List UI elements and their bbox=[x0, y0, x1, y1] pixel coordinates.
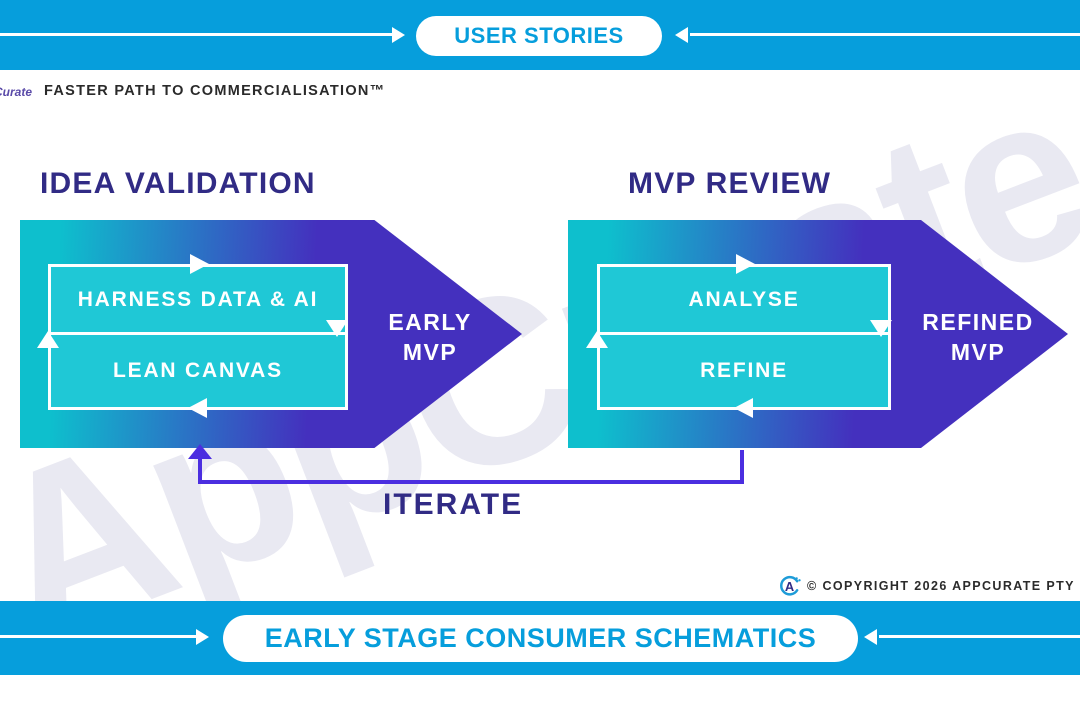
early-mvp-line2: MVP bbox=[402, 338, 458, 365]
bottom-banner-pill: EARLY STAGE CONSUMER SCHEMATICS bbox=[223, 615, 858, 662]
cycle-arrow-bottom-icon bbox=[188, 398, 207, 418]
iterate-connector-right bbox=[740, 450, 744, 484]
cycle-arrow-bottom-icon bbox=[734, 398, 753, 418]
idea-validation-heading: IDEA VALIDATION bbox=[40, 167, 316, 200]
early-mvp-label: EARLY MVP bbox=[370, 308, 490, 368]
arrow-line-right bbox=[879, 635, 1080, 638]
step-refine: REFINE bbox=[597, 332, 891, 410]
appcurate-mark-icon: A bbox=[780, 575, 801, 596]
early-mvp-line1: EARLY bbox=[388, 309, 472, 335]
cycle-arrow-left-icon bbox=[37, 331, 59, 348]
arrowhead-left-icon bbox=[675, 27, 688, 43]
mvp-review-heading: MVP REVIEW bbox=[628, 167, 832, 200]
iterate-arrowhead-up-icon bbox=[188, 444, 212, 459]
brand-tagline: FASTER PATH TO COMMERCIALISATION™ bbox=[44, 83, 386, 99]
iterate-connector-left bbox=[198, 457, 202, 483]
top-banner: USER STORIES bbox=[0, 0, 1080, 70]
arrowhead-left-icon bbox=[864, 629, 877, 645]
step-analyse: ANALYSE bbox=[597, 264, 891, 335]
svg-text:A: A bbox=[785, 579, 794, 594]
top-banner-pill: USER STORIES bbox=[416, 16, 662, 56]
bottom-banner-label: EARLY STAGE CONSUMER SCHEMATICS bbox=[264, 623, 817, 653]
arrow-line-left bbox=[0, 33, 392, 36]
cycle-arrow-top-icon bbox=[736, 254, 755, 274]
iterate-label: ITERATE bbox=[383, 488, 524, 521]
copyright-text: © COPYRIGHT 2026 APPCURATE PTY bbox=[807, 578, 1075, 593]
refined-mvp-line2: MVP bbox=[950, 338, 1006, 365]
top-banner-label: USER STORIES bbox=[454, 23, 624, 48]
cycle-arrow-right-icon bbox=[870, 320, 892, 337]
refined-mvp-line1: REFINED bbox=[922, 309, 1034, 335]
cycle-arrow-top-icon bbox=[190, 254, 209, 274]
arrowhead-right-icon bbox=[392, 27, 405, 43]
arrow-line-left bbox=[0, 635, 196, 638]
cycle-arrow-left-icon bbox=[586, 331, 608, 348]
copyright-row: A © COPYRIGHT 2026 APPCURATE PTY bbox=[778, 575, 1075, 596]
bottom-banner: EARLY STAGE CONSUMER SCHEMATICS bbox=[0, 601, 1080, 675]
appcurate-logo-fragment: Curate bbox=[0, 85, 33, 99]
iterate-connector-horizontal bbox=[198, 480, 744, 484]
step-harness-data-ai: HARNESS DATA & AI bbox=[48, 264, 348, 335]
arrowhead-right-icon bbox=[196, 629, 209, 645]
refined-mvp-label: REFINED MVP bbox=[914, 308, 1042, 368]
arrow-line-right bbox=[690, 33, 1080, 36]
cycle-arrow-right-icon bbox=[326, 320, 348, 337]
